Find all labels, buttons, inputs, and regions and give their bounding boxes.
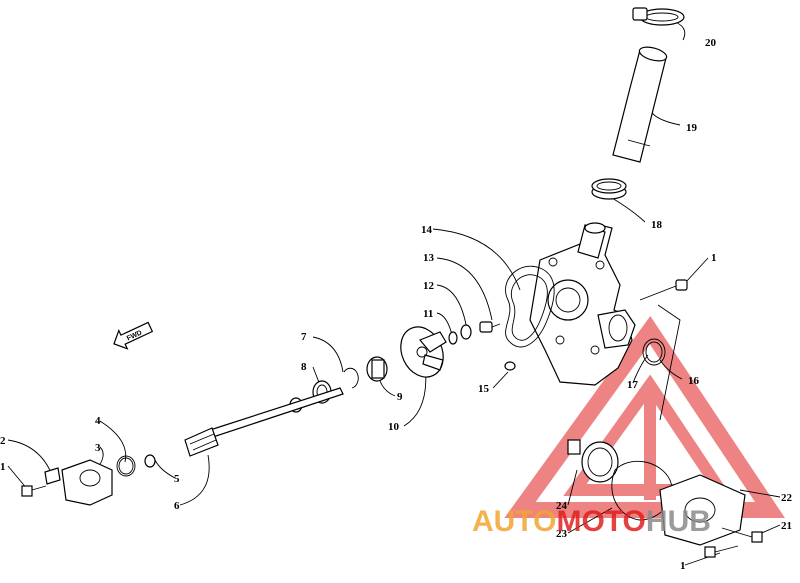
callout-10: 10 — [388, 421, 400, 433]
shaft-cover — [61, 459, 113, 506]
callout-13: 13 — [423, 252, 435, 264]
washer-11 — [448, 324, 472, 345]
pump-shaft — [184, 387, 344, 457]
callout-numbers: 20 19 18 14 13 12 11 1 7 8 9 10 15 17 16… — [0, 37, 793, 572]
callout-18: 18 — [651, 219, 663, 231]
impeller — [400, 326, 447, 378]
callout-1-bottom: 1 — [680, 560, 686, 572]
watermark-auto: AUTO — [472, 505, 556, 538]
callout-22: 22 — [781, 492, 793, 504]
watermark-logo — [504, 315, 785, 518]
callout-23: 23 — [556, 528, 568, 540]
watermark-hub: HUB — [646, 505, 711, 538]
callout-1-upper: 1 — [711, 252, 717, 264]
callout-5: 5 — [174, 473, 180, 485]
circlip — [343, 367, 359, 389]
svg-text:AUTOMOTOHUB: AUTOMOTOHUB — [472, 505, 711, 538]
housing-gasket — [505, 265, 555, 348]
callout-7: 7 — [301, 331, 307, 343]
callout-20: 20 — [705, 37, 717, 49]
callout-6: 6 — [174, 500, 180, 512]
callout-8: 8 — [301, 361, 307, 373]
fwd-arrow: FWD — [113, 321, 154, 350]
callout-15: 15 — [478, 383, 490, 395]
callout-14: 14 — [421, 224, 433, 236]
hose-clamp-lower — [591, 178, 627, 200]
bolt-bottom — [704, 545, 739, 558]
drain-plug — [504, 361, 516, 371]
mechanical-seal — [366, 356, 388, 382]
bolt-upper-right — [639, 279, 688, 301]
callout-17: 17 — [627, 379, 639, 391]
callout-2: 2 — [0, 435, 6, 447]
bolt-left — [21, 485, 47, 497]
callout-3: 3 — [95, 442, 101, 454]
watermark-moto: MOTO — [556, 505, 645, 538]
hose-clamp-top — [632, 7, 685, 26]
coolant-hose — [612, 46, 668, 163]
callout-11: 11 — [423, 308, 433, 320]
bolt-21 — [721, 527, 763, 543]
screw-12 — [479, 321, 501, 333]
callout-19: 19 — [686, 122, 698, 134]
callout-24: 24 — [556, 500, 568, 512]
pump-housing — [529, 222, 636, 386]
callout-1-left: 1 — [0, 461, 6, 473]
leader-lines — [7, 19, 781, 566]
watermark-text: AUTOMOTOHUB — [472, 505, 711, 538]
callout-12: 12 — [423, 280, 435, 292]
thermostat-o-ring — [642, 338, 666, 366]
washer-5 — [144, 454, 156, 468]
callout-9: 9 — [397, 391, 403, 403]
bracket — [44, 467, 61, 485]
o-ring — [116, 455, 136, 477]
thermostat-housing — [659, 474, 746, 546]
callout-21: 21 — [781, 520, 792, 532]
callout-16: 16 — [688, 375, 700, 387]
thermostat — [567, 439, 619, 483]
callout-4: 4 — [95, 415, 101, 427]
